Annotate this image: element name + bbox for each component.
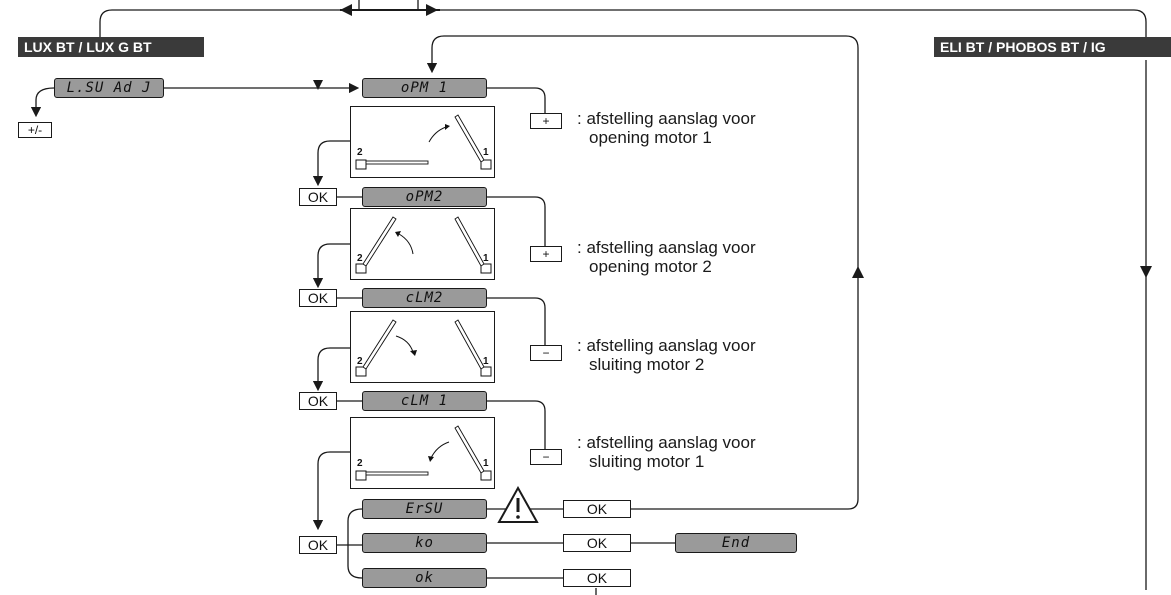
gate-diagram-open-motor2: 2 1 [350,208,495,280]
gate-label-1: 1 [483,356,489,367]
gate-label-1: 1 [483,147,489,158]
gate-label-2: 2 [357,147,363,158]
description-line2: sluiting motor 1 [589,452,705,471]
plus-key-motor2[interactable]: + [530,246,562,262]
display-clm1: cLM 1 [362,391,487,411]
description-line1: : afstelling aanslag voor [577,336,756,355]
description-line1: : afstelling aanslag voor [577,238,756,257]
display-opm1: oPM 1 [362,78,487,98]
gate-diagram-close-motor2: 2 1 [350,311,495,383]
header-eli: ELI BT / PHOBOS BT / IG [934,37,1171,57]
display-end: End [675,533,797,553]
ok-button-3[interactable]: OK [299,392,337,410]
ok-button-ok[interactable]: OK [563,569,631,587]
description-line1: : afstelling aanslag voor [577,433,756,452]
description-close-motor1: : afstelling aanslag voor sluiting motor… [577,433,756,471]
ok-button-ko[interactable]: OK [563,534,631,552]
gate-diagram-open-motor1: 2 1 [350,106,495,178]
ok-button-ersu[interactable]: OK [563,500,631,518]
ok-button-1[interactable]: OK [299,188,337,206]
minus-key-motor2[interactable]: − [530,345,562,361]
description-line2: opening motor 1 [589,128,712,147]
arrowhead-icon [313,80,323,90]
gate-label-2: 2 [357,458,363,469]
warning-triangle-icon [497,485,539,524]
display-ok: ok [362,568,487,588]
description-close-motor2: : afstelling aanslag voor sluiting motor… [577,336,756,374]
header-lux: LUX BT / LUX G BT [18,37,204,57]
description-line1: : afstelling aanslag voor [577,109,756,128]
minus-key-motor1[interactable]: − [530,449,562,465]
description-line2: sluiting motor 2 [589,355,705,374]
plus-minus-key[interactable]: +/- [18,122,52,138]
display-ersu: ErSU [362,499,487,519]
description-open-motor2: : afstelling aanslag voor opening motor … [577,238,756,276]
gate-label-2: 2 [357,356,363,367]
gate-diagram-close-motor1: 2 1 [350,417,495,489]
ok-button-2[interactable]: OK [299,289,337,307]
gate-label-1: 1 [483,253,489,264]
display-lsu-adj: L.SU Ad J [54,78,164,98]
gate-label-2: 2 [357,253,363,264]
display-ko: ko [362,533,487,553]
gate-label-1: 1 [483,458,489,469]
display-opm2: oPM2 [362,187,487,207]
description-line2: opening motor 2 [589,257,712,276]
description-open-motor1: : afstelling aanslag voor opening motor … [577,109,756,147]
plus-key-motor1[interactable]: + [530,113,562,129]
ok-button-4[interactable]: OK [299,536,337,554]
display-clm2: cLM2 [362,288,487,308]
